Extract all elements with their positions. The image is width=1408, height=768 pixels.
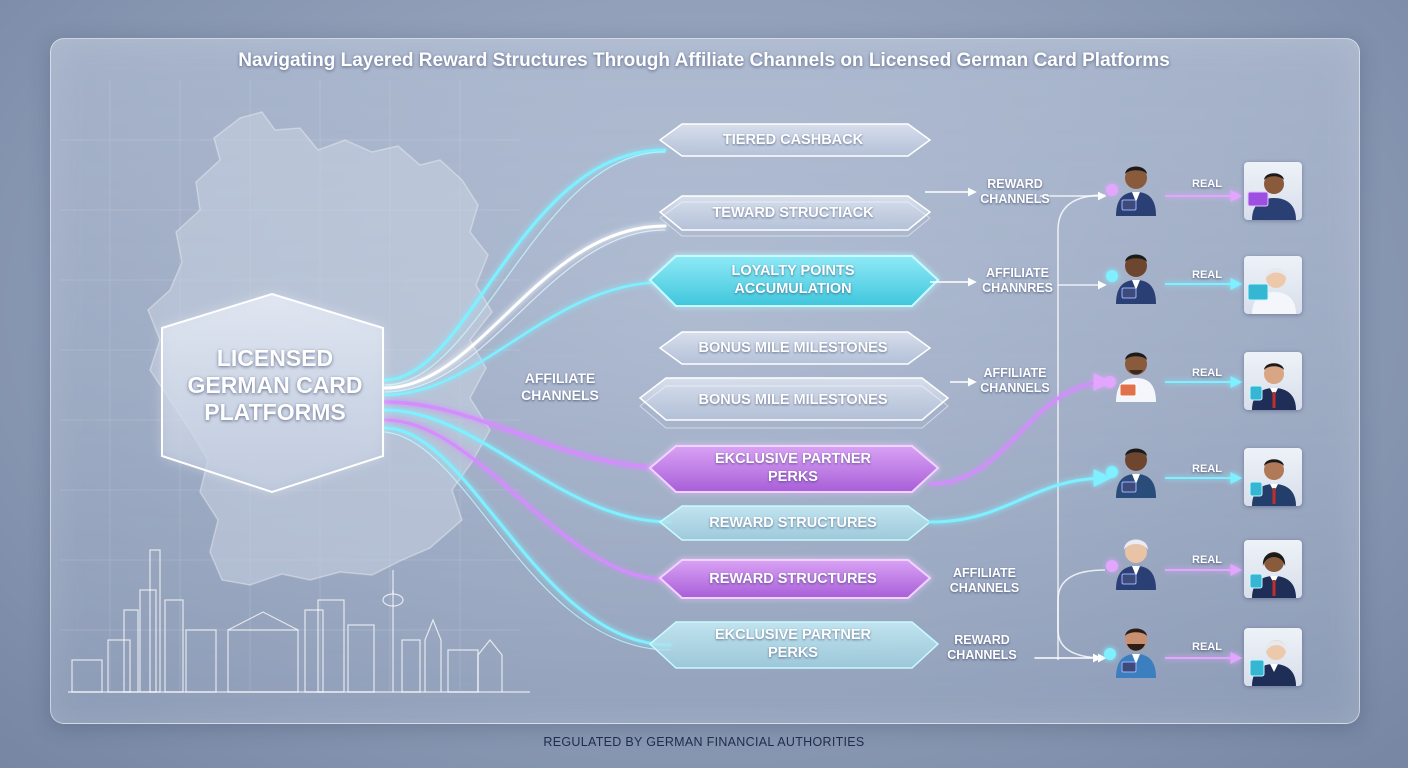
real-label-1: REAL bbox=[1192, 178, 1222, 190]
tier-bonus-mile-2: BONUS MILE MILESTONES bbox=[698, 392, 888, 408]
customer-icon-6 bbox=[1249, 640, 1296, 686]
glow-dots bbox=[1104, 184, 1118, 660]
tier-exclusive-perks-2: EKCLUSIVE PARTNER PERKS bbox=[714, 627, 872, 661]
customer-avatar-3 bbox=[1244, 352, 1302, 410]
agent-curves bbox=[928, 373, 1112, 663]
flow-lines bbox=[383, 148, 672, 651]
agent-avatar-5 bbox=[1116, 539, 1156, 590]
customer-avatar-4 bbox=[1244, 448, 1302, 506]
tier-reward-structures-1: REWARD STRUCTURES bbox=[709, 515, 877, 531]
channel-label-reward-1: REWARD CHANNELS bbox=[980, 177, 1050, 206]
channel-label-affiliate-2: AFFILIATE CHANNELS bbox=[980, 366, 1050, 395]
real-label-6: REAL bbox=[1192, 641, 1222, 653]
real-label-5: REAL bbox=[1192, 554, 1222, 566]
tier-reward-structures-2: REWARD STRUCTURES bbox=[709, 571, 877, 587]
customer-avatar-5 bbox=[1244, 540, 1302, 598]
page-title: Navigating Layered Reward Structures Thr… bbox=[238, 50, 1170, 71]
customer-avatar-6 bbox=[1244, 628, 1302, 686]
real-label-3: REAL bbox=[1192, 367, 1222, 379]
tier-bonus-mile-1: BONUS MILE MILESTONES bbox=[698, 340, 888, 356]
main-affiliate-channels-label: AFFILIATE CHANNELS bbox=[521, 370, 599, 403]
customer-icon-1 bbox=[1247, 173, 1296, 220]
tier-loyalty-points: LOYALTY POINTS ACCUMULATION bbox=[731, 263, 855, 297]
city-skyline bbox=[68, 549, 530, 693]
channel-arrows bbox=[925, 187, 977, 387]
customer-icon-3 bbox=[1249, 363, 1296, 410]
tier-exclusive-perks-1: EKCLUSIVE PARTNER PERKS bbox=[714, 451, 872, 485]
channel-label-reward-2: REWARD CHANNELS bbox=[947, 633, 1017, 662]
agent-avatar-4 bbox=[1116, 448, 1156, 498]
agent-avatar-2 bbox=[1116, 254, 1156, 304]
agent-avatar-1 bbox=[1116, 166, 1156, 216]
customer-icon-5 bbox=[1249, 552, 1296, 598]
tier-tiered-cashback: TIERED CASHBACK bbox=[722, 132, 864, 148]
tier-teward-structiack: TEWARD STRUCTIACK bbox=[712, 205, 874, 221]
customer-icon-2 bbox=[1247, 268, 1296, 314]
agent-avatar-6 bbox=[1116, 628, 1156, 678]
customer-icon-4 bbox=[1249, 459, 1296, 506]
platform-label: LICENSED GERMAN CARD PLATFORMS bbox=[187, 344, 363, 425]
customer-avatar-2 bbox=[1244, 256, 1302, 314]
platform-node bbox=[161, 292, 384, 494]
customer-avatar-1 bbox=[1244, 162, 1302, 220]
real-arrows bbox=[1165, 190, 1243, 664]
real-label-4: REAL bbox=[1192, 463, 1222, 475]
tier-shapes bbox=[638, 123, 950, 669]
real-label-2: REAL bbox=[1192, 269, 1222, 281]
bracket-lines bbox=[1040, 191, 1107, 663]
channel-label-affiliate-3: AFFILIATE CHANNELS bbox=[949, 566, 1020, 595]
channel-label-affiliate-1: AFFILIATE CHANNRES bbox=[982, 266, 1053, 295]
agent-avatar-3 bbox=[1116, 352, 1156, 402]
regulatory-footer: REGULATED BY GERMAN FINANCIAL AUTHORITIE… bbox=[543, 735, 865, 749]
